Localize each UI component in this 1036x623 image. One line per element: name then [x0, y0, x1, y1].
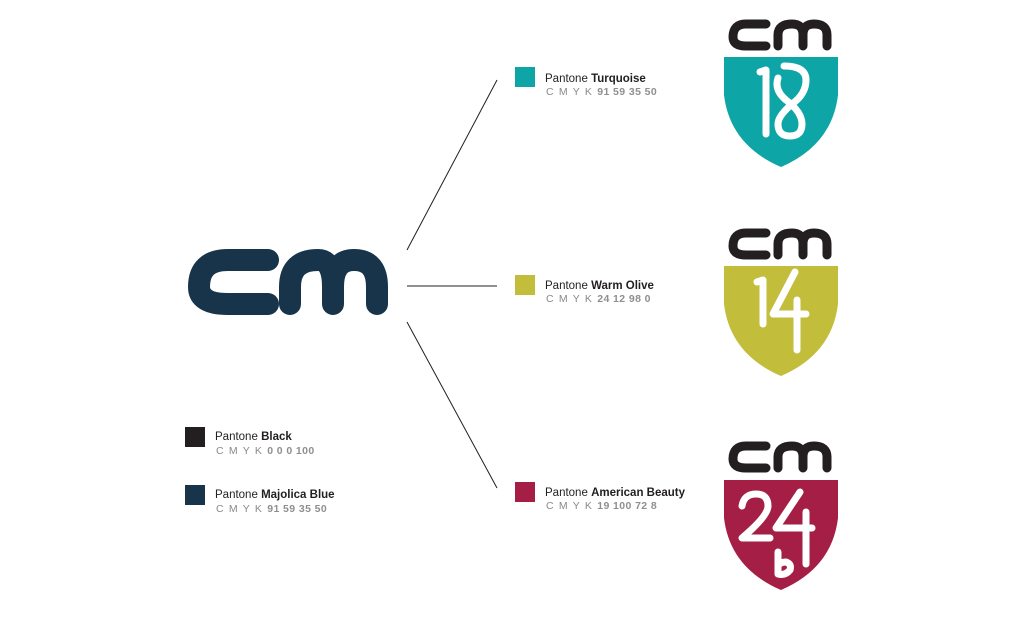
swatch-warm-olive — [515, 275, 535, 295]
cmyk-black: C M Y K 0 0 0 100 — [216, 445, 315, 457]
pantone-majolica-blue-label: Pantone Majolica Blue — [215, 489, 335, 501]
swatch-american-beauty — [515, 482, 535, 502]
pantone-warm-olive-label: Pantone Warm Olive — [545, 280, 654, 292]
cmyk-american-beauty: C M Y K 19 100 72 8 — [546, 500, 658, 512]
pantone-turquoise-label: Pantone Turquoise — [545, 73, 646, 85]
swatch-turquoise — [515, 67, 535, 87]
cmyk-turquoise: C M Y K 91 59 35 50 — [546, 86, 658, 98]
connector-line-american-beauty — [406, 321, 498, 489]
connector-line-turquoise — [406, 79, 498, 251]
pantone-black-label: Pantone Black — [215, 431, 292, 443]
swatch-majolica-blue — [185, 485, 205, 505]
cmyk-warm-olive: C M Y K 24 12 98 0 — [546, 293, 651, 305]
cmyk-majolica-blue: C M Y K 91 59 35 50 — [216, 503, 328, 515]
pantone-american-beauty-label: Pantone American Beauty — [545, 487, 686, 499]
swatch-black — [185, 427, 205, 447]
